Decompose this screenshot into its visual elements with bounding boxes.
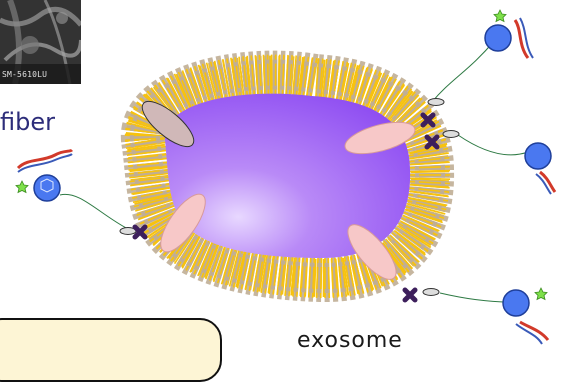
probe-ball-icon	[525, 143, 551, 169]
probe-left	[16, 150, 145, 237]
exosome-core	[165, 94, 410, 258]
dna-icon	[18, 150, 72, 168]
star-icon	[16, 181, 28, 193]
linker-cross-icon	[423, 115, 433, 125]
callout-box	[0, 318, 222, 382]
exosome-diagram	[0, 0, 561, 345]
linker-cross-icon	[135, 227, 145, 237]
exosome-label: exosome	[297, 328, 403, 353]
probe-ball-icon	[485, 25, 511, 51]
probe-ball-icon	[503, 290, 529, 316]
linker-cross-icon	[427, 137, 437, 147]
dna-icon	[520, 322, 548, 340]
star-icon	[494, 10, 506, 22]
probe-top-right	[423, 10, 533, 125]
linker-cross-icon	[405, 290, 415, 300]
star-icon	[535, 288, 547, 300]
probe-bottom-right	[405, 288, 548, 344]
